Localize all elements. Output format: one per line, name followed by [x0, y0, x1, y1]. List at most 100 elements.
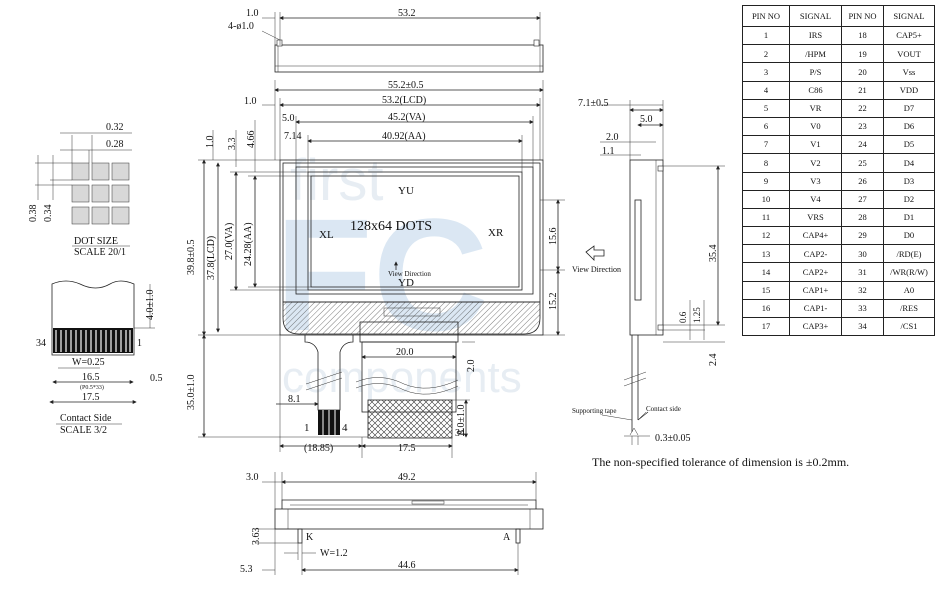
- pin-no: 19: [841, 44, 884, 64]
- top-dim-width: 53.2: [398, 8, 416, 19]
- dim-lcd-height: 37.8(LCD): [206, 236, 217, 280]
- pin-no: 32: [841, 280, 884, 300]
- signal: D2: [883, 189, 935, 209]
- dim-top-1: 1.0: [205, 136, 216, 149]
- pin-first: 1: [304, 422, 310, 434]
- pin-no: 20: [841, 62, 884, 82]
- pin-no: 29: [841, 226, 884, 246]
- contact-pitch-note: (P0.5*33): [80, 384, 104, 391]
- side-dim-5: 5.0: [640, 114, 653, 125]
- dim-fpc-width: 20.0: [396, 347, 414, 358]
- pin-no: 22: [841, 98, 884, 118]
- front-view: YU YD XL XR 128x64 DOTS View Direction 5…: [186, 80, 565, 458]
- bottom-dim-width: 49.2: [398, 472, 416, 483]
- signal: V0: [789, 116, 842, 137]
- pin-no: 18: [841, 25, 884, 46]
- dim-left-2: 5.0: [282, 113, 295, 124]
- side-dim-2: 2.0: [606, 132, 619, 143]
- signal: CAP3+: [789, 316, 842, 337]
- signal: Vss: [883, 62, 935, 82]
- pin-no: 31: [841, 262, 884, 282]
- side-dim-2-4: 2.4: [708, 354, 719, 367]
- watermark-line2: components: [282, 353, 522, 402]
- dot-dim-size-h: 0.28: [106, 139, 124, 150]
- bottom-dim-3-63: 3.63: [251, 528, 262, 546]
- dim-height: 39.8±0.5: [186, 240, 197, 276]
- signal: D5: [883, 135, 935, 155]
- signal: CAP5+: [883, 25, 935, 46]
- signal: IRS: [789, 25, 842, 46]
- label-a: A: [503, 532, 511, 543]
- signal: CAP1-: [789, 298, 842, 319]
- signal: VOUT: [883, 44, 935, 64]
- dim-fpc-contact: 17.5: [398, 443, 416, 454]
- signal: VRS: [789, 207, 842, 228]
- dim-left-1: 1.0: [244, 96, 257, 107]
- pin-no: 15: [742, 280, 790, 300]
- side-dim-thickness: 0.3±0.05: [655, 433, 691, 444]
- pin-no: 16: [742, 298, 790, 319]
- signal: D7: [883, 98, 935, 118]
- pin-no: 4: [742, 80, 790, 100]
- bottom-dim-pin-width: W=1.2: [320, 548, 348, 559]
- contact-length: 4.0±1.0: [145, 290, 156, 321]
- tolerance-note: The non-specified tolerance of dimension…: [592, 455, 849, 469]
- top-dim-1: 1.0: [246, 8, 259, 19]
- contact-pin-left: 34: [36, 338, 46, 349]
- watermark-letters: FC: [275, 185, 488, 364]
- pin-no: 10: [742, 189, 790, 209]
- signal: /RES: [883, 298, 935, 319]
- pin-no: 3: [742, 62, 790, 82]
- dot-size-title: DOT SIZE: [74, 236, 118, 247]
- dots-label: 128x64 DOTS: [350, 219, 432, 234]
- pin-no: 1: [742, 25, 790, 46]
- pin-no: 34: [841, 316, 884, 337]
- pin-table-header: PIN NO SIGNAL PIN NO SIGNAL: [742, 5, 935, 27]
- pin-no: 23: [841, 116, 884, 137]
- contact-gap: 0.5: [150, 373, 163, 384]
- header-pin-no-2: PIN NO: [841, 5, 884, 27]
- signal: /HPM: [789, 44, 842, 64]
- pin-no: 5: [742, 98, 790, 118]
- signal: A0: [883, 280, 935, 300]
- pin-no: 13: [742, 244, 790, 264]
- signal: D3: [883, 171, 935, 191]
- dim-va-height: 27.0(VA): [224, 223, 235, 260]
- dim-va-width: 45.2(VA): [388, 112, 425, 123]
- dot-dim-pitch-h: 0.32: [106, 122, 124, 133]
- bottom-dim-pin-span: 44.6: [398, 560, 416, 571]
- dim-fpc-offset: 8.1: [288, 394, 301, 405]
- dot-grid: [71, 162, 130, 225]
- pin-last: 34: [455, 428, 465, 439]
- dim-top-2: 3.3: [227, 138, 238, 151]
- dim-outer-width: 55.2±0.5: [388, 80, 424, 91]
- pin-no: 7: [742, 135, 790, 155]
- view-direction-label: View Direction: [388, 270, 431, 278]
- pin-no: 26: [841, 171, 884, 191]
- label-xr: XR: [488, 227, 504, 239]
- dim-fpc-tail: 8.0±1.0: [456, 405, 467, 436]
- dot-dim-pitch-v: 0.38: [28, 205, 39, 223]
- side-view: 7.1±0.5 5.0 2.0 1.1 35.4 0.6 1.25 2.4 0.…: [572, 98, 725, 445]
- signal: V2: [789, 153, 842, 173]
- signal: CAP1+: [789, 280, 842, 300]
- signal: CAP2+: [789, 262, 842, 282]
- dot-size-detail: 0.32 0.28 0.38 0.34 DOT SIZE SCALE 20/1: [28, 122, 132, 258]
- pin-no: 27: [841, 189, 884, 209]
- dim-left-3: 7.14: [284, 131, 302, 142]
- pin-no: 30: [841, 244, 884, 264]
- pin-no: 25: [841, 153, 884, 173]
- pin-no: 9: [742, 171, 790, 191]
